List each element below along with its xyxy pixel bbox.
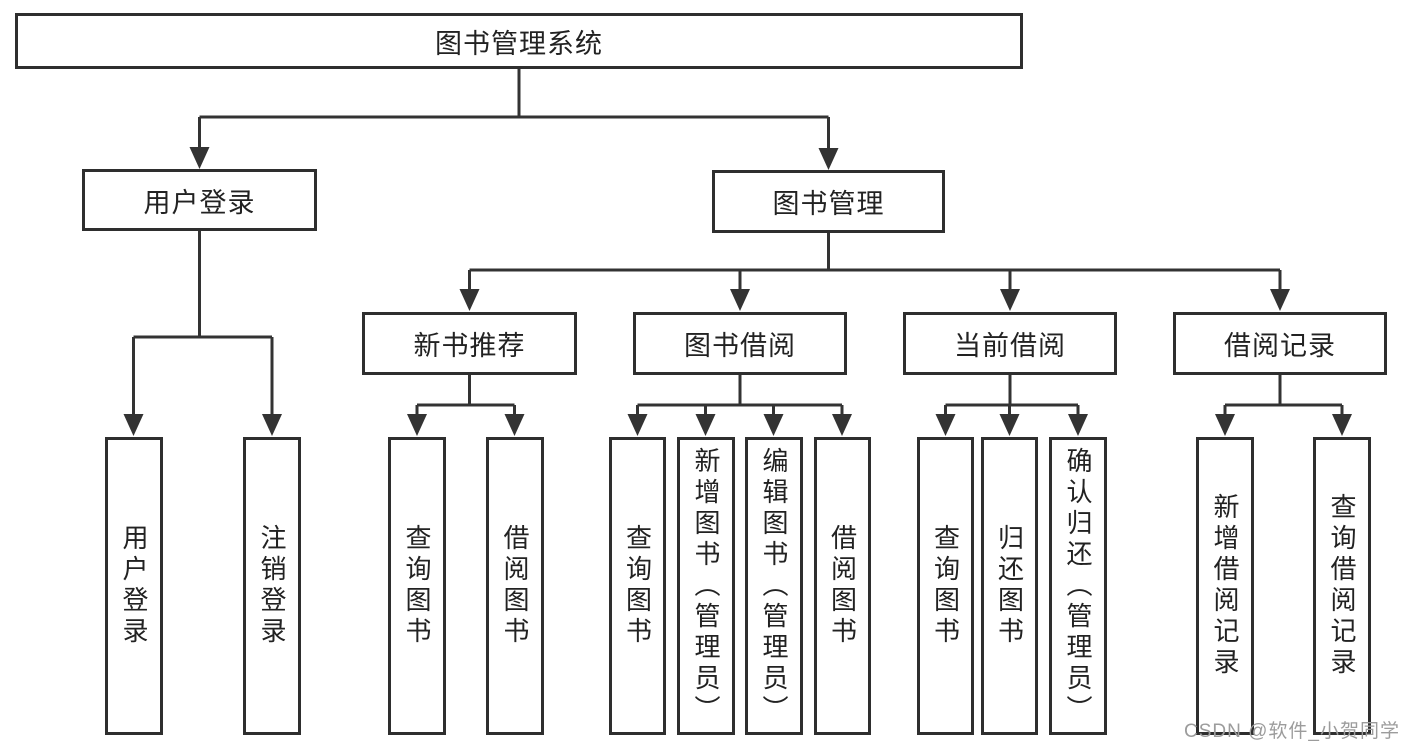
- edge-borrowing-branch: [636, 375, 844, 415]
- leaf-label: 查询图书: [930, 524, 961, 648]
- leaf-add-books-admin: 新增图书（管理员）: [677, 437, 735, 735]
- node-borrowing-records: 借阅记录: [1173, 312, 1387, 375]
- node-new-book-recommend: 新书推荐: [362, 312, 577, 375]
- leaf-query-books-current: 查询图书: [917, 437, 974, 735]
- arrowhead: [935, 414, 956, 436]
- arrowhead: [262, 414, 282, 436]
- arrowhead: [627, 414, 648, 436]
- leaf-label: 查询图书: [622, 524, 653, 648]
- node-user-login: 用户登录: [82, 169, 317, 231]
- leaf-label: 编辑图书（管理员）: [759, 446, 789, 726]
- leaf-query-books-recommend: 查询图书: [388, 437, 446, 735]
- arrowhead: [1000, 289, 1020, 311]
- arrowhead: [999, 414, 1020, 436]
- arrowhead: [818, 148, 839, 170]
- leaf-query-books-borrowing: 查询图书: [609, 437, 666, 735]
- leaf-logout: 注销登录: [243, 437, 301, 735]
- edge-current-branch: [944, 375, 1080, 415]
- arrowhead: [504, 414, 525, 436]
- arrowhead: [1270, 289, 1290, 311]
- edge-recommend-branch: [415, 375, 516, 415]
- arrowhead: [730, 289, 750, 311]
- leaf-label: 归还图书: [994, 524, 1025, 648]
- leaf-user-login: 用户登录: [105, 437, 163, 735]
- leaf-label: 新增借阅记录: [1210, 493, 1240, 679]
- edge-root-trunk: [198, 69, 830, 148]
- arrowhead: [1332, 414, 1352, 436]
- arrowhead: [123, 414, 144, 436]
- leaf-label: 注销登录: [257, 524, 287, 648]
- leaf-label: 用户登录: [119, 524, 149, 648]
- leaf-label: 借阅图书: [827, 524, 858, 648]
- node-book-borrowing: 图书借阅: [633, 312, 847, 375]
- leaf-query-borrow-record: 查询借阅记录: [1313, 437, 1371, 735]
- leaf-add-borrow-record: 新增借阅记录: [1196, 437, 1254, 735]
- arrowhead: [1215, 414, 1235, 436]
- arrowhead: [459, 289, 480, 311]
- edge-records-branch: [1223, 375, 1344, 415]
- arrowhead: [189, 147, 210, 169]
- edge-mgmt-branch: [468, 233, 1282, 290]
- leaf-label: 查询借阅记录: [1327, 493, 1357, 679]
- arrowhead: [832, 414, 852, 436]
- arrowhead: [407, 414, 427, 436]
- node-current-borrowing: 当前借阅: [903, 312, 1117, 375]
- leaf-edit-books-admin: 编辑图书（管理员）: [745, 437, 803, 735]
- leaf-return-books: 归还图书: [981, 437, 1038, 735]
- arrowhead: [695, 414, 716, 436]
- node-book-management: 图书管理: [712, 170, 945, 233]
- leaf-borrow-books-recommend: 借阅图书: [486, 437, 544, 735]
- arrowhead: [1068, 414, 1088, 436]
- leaf-label: 借阅图书: [500, 524, 530, 648]
- arrowhead: [763, 414, 784, 436]
- leaf-label: 查询图书: [402, 524, 432, 648]
- leaf-confirm-return-admin: 确认归还（管理员）: [1049, 437, 1107, 735]
- edge-login-branch: [132, 231, 274, 415]
- csdn-watermark: CSDN @软件_小贺同学: [1184, 721, 1400, 742]
- leaf-label: 新增图书（管理员）: [691, 446, 721, 726]
- leaf-label: 确认归还（管理员）: [1063, 446, 1093, 726]
- node-root-library-system: 图书管理系统: [15, 13, 1023, 69]
- leaf-borrow-books: 借阅图书: [814, 437, 871, 735]
